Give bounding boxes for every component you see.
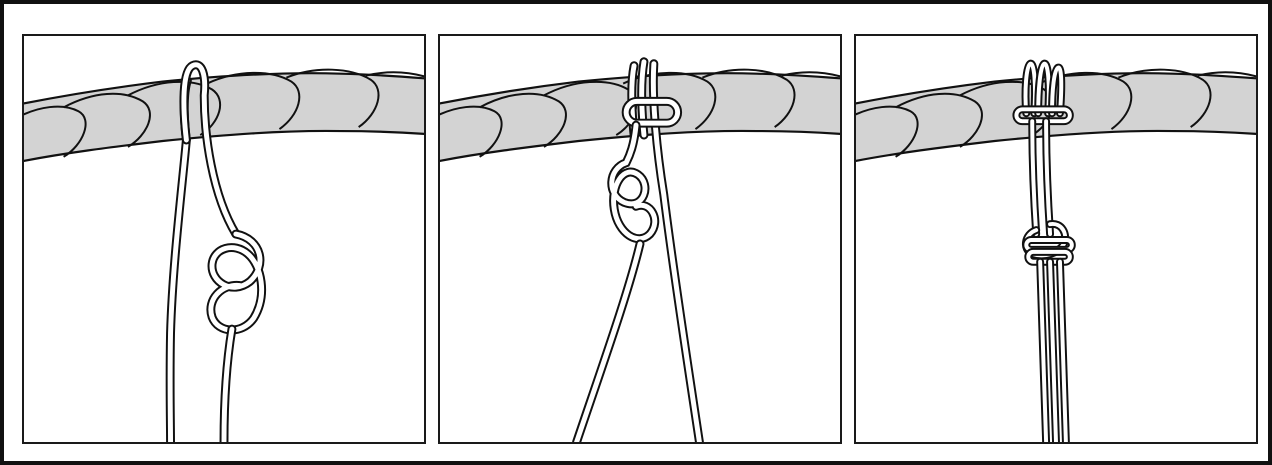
panel-step-1: [22, 34, 426, 444]
step-2-illustration: [440, 36, 840, 442]
cord: [1016, 64, 1071, 442]
step-1-illustration: [24, 36, 424, 442]
step-3-illustration: [856, 36, 1256, 442]
panel-step-2: [438, 34, 842, 444]
panel-step-3: [854, 34, 1258, 444]
rope: [24, 70, 424, 163]
